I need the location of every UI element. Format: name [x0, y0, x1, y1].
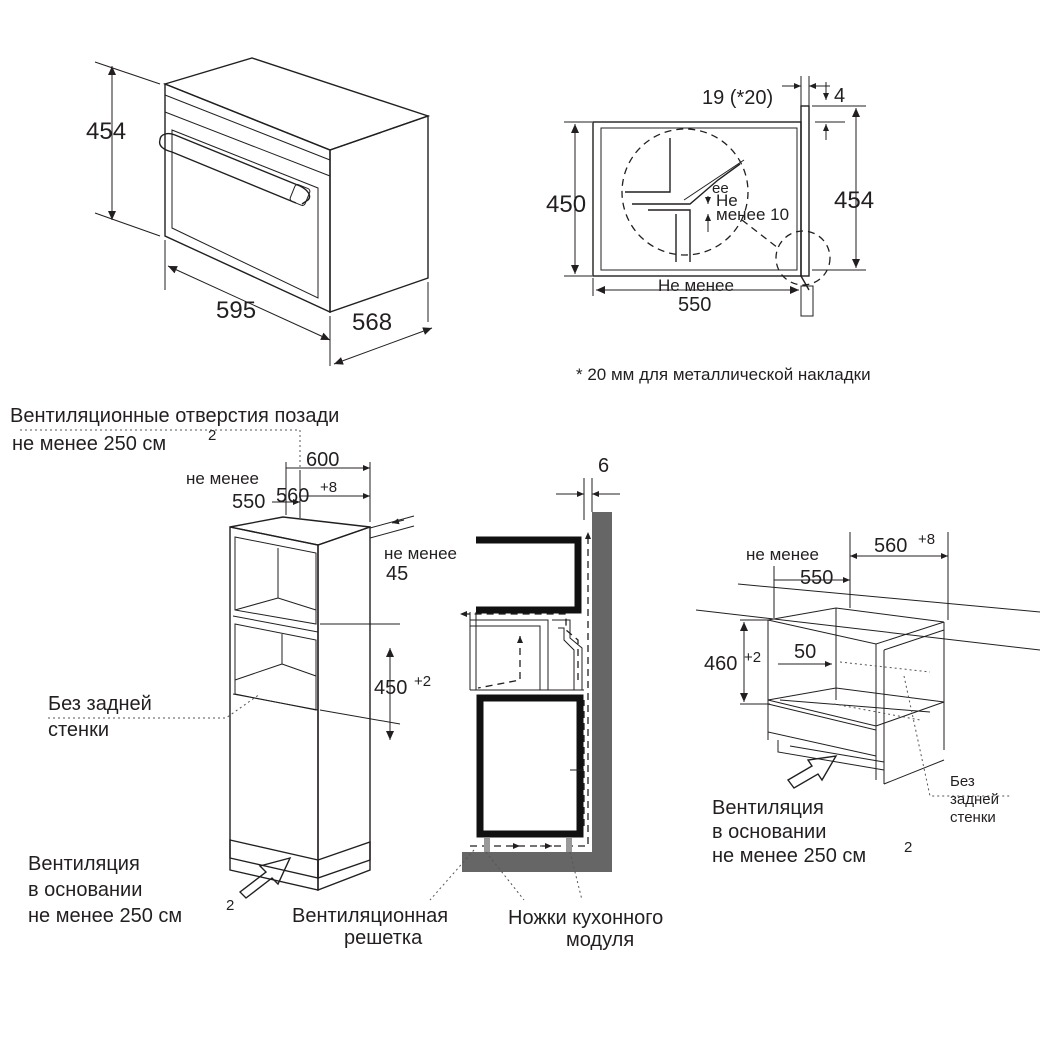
width-560-tol: +8	[320, 479, 337, 496]
tall-cabinet-view: Вентиляционные отверстия позади не менее…	[10, 405, 457, 927]
depth-600-label: 600	[306, 449, 339, 471]
footnote: * 20 мм для металлической накладки	[576, 365, 871, 384]
height-460-tol: +2	[744, 649, 761, 666]
uc-base-vent-line1: Вентиляция	[712, 797, 824, 819]
vent-title-line1: Вентиляционные отверстия позади	[10, 405, 339, 427]
uc-base-vent-arrow	[786, 755, 838, 789]
no-back-line2: стенки	[48, 719, 109, 741]
min45-value: 45	[386, 563, 408, 585]
uc-base-vent-line2: в основании	[712, 821, 826, 843]
legs-line2: модуля	[566, 929, 634, 951]
uc-width-560-tol: +8	[918, 531, 935, 548]
bottom-min-label: Не менее	[658, 276, 734, 295]
width-560-label: 560	[276, 485, 309, 507]
height-460-label: 460	[704, 653, 737, 675]
uc-no-back-line3: стенки	[950, 809, 996, 826]
uc-base-vent-line3: не менее 250 см	[712, 845, 866, 867]
vent-title-sup: 2	[208, 427, 216, 444]
min45-label: не менее	[384, 544, 457, 563]
inner-height-label: 450	[546, 191, 586, 218]
detail-min-cut: Не	[716, 191, 738, 210]
no-back-line1: Без задней	[48, 693, 152, 715]
min-550-label: 550	[232, 491, 265, 513]
base-vent-line1: Вентиляция	[28, 853, 140, 875]
grille-line2: решетка	[344, 927, 423, 949]
legs-line1: Ножки кухонного	[508, 907, 663, 929]
uc-min-label: не менее	[746, 545, 819, 564]
niche-height-label: 450	[374, 677, 407, 699]
top-offset-label: 19 (*20)	[702, 87, 773, 109]
uc-base-vent-sup: 2	[904, 839, 912, 856]
detail-min-label: менее 10	[716, 205, 789, 224]
uc-no-back-line2: задней	[950, 791, 999, 808]
side-section-view: ее Не менее 10 19 (*20) 4 450 454 Не мен…	[546, 76, 874, 384]
gap-50-label: 50	[794, 641, 816, 663]
niche-height-tol: +2	[414, 673, 431, 690]
outer-height-label: 454	[834, 187, 874, 214]
top-gap-label: 4	[834, 85, 845, 107]
oven-front	[164, 82, 331, 314]
base-vent-sup: 2	[226, 897, 234, 914]
airflow-section-view: 6 Вентиляционная решетка Ножки кухонного…	[292, 455, 663, 951]
base-vent-arrow	[238, 856, 292, 899]
base-vent-line3: не менее 250 см	[28, 905, 182, 927]
under-counter-view: 50 460 +2 не менее 550 560 +8 Без задней…	[695, 531, 1041, 867]
oven-depth-label: 568	[352, 309, 392, 336]
oven-3d-view: 454 595 568	[86, 57, 433, 366]
vent-title-line2: не менее 250 см	[12, 433, 166, 455]
uc-min-550: 550	[800, 567, 833, 589]
oven-width-label: 595	[216, 297, 256, 324]
oven-height-label: 454	[86, 118, 126, 145]
oven-handle	[159, 132, 311, 205]
uc-no-back-line1: Без	[950, 773, 975, 790]
base-vent-line2: в основании	[28, 879, 142, 901]
min-label: не менее	[186, 469, 259, 488]
grille-line1: Вентиляционная	[292, 905, 448, 927]
detail-magnifier	[621, 128, 749, 256]
gap-6-label: 6	[598, 455, 609, 477]
detail-min-ghost: ее	[712, 180, 729, 197]
uc-width-560: 560	[874, 535, 907, 557]
bottom-min-value: 550	[678, 294, 711, 316]
